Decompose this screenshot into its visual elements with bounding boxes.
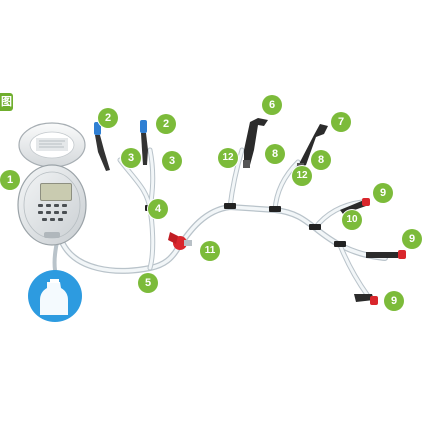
callout-9-bottom: 9 (384, 291, 404, 311)
timer-controller (17, 122, 87, 246)
water-bag (28, 270, 82, 322)
callout-2-left: 2 (98, 108, 118, 128)
callout-12-left: 12 (218, 148, 238, 168)
callout-9-mid: 9 (402, 229, 422, 249)
callout-12-right: 12 (292, 166, 312, 186)
callout-8-left: 8 (265, 144, 285, 164)
callout-4: 4 (148, 199, 168, 219)
callout-2-right: 2 (156, 114, 176, 134)
corner-tag: 图 (0, 93, 13, 111)
callout-8-right: 8 (311, 150, 331, 170)
callout-10: 10 (342, 210, 362, 230)
callout-3-left: 3 (121, 148, 141, 168)
callout-7: 7 (331, 112, 351, 132)
callout-9-top: 9 (373, 183, 393, 203)
tubing (52, 147, 388, 299)
callout-11: 11 (200, 241, 220, 261)
callout-5: 5 (138, 273, 158, 293)
callout-6: 6 (262, 95, 282, 115)
timer-display (40, 183, 72, 201)
callout-3-right: 3 (162, 151, 182, 171)
shutoff-valve (168, 232, 192, 250)
callout-1: 1 (0, 170, 20, 190)
drip-heads (94, 120, 148, 171)
